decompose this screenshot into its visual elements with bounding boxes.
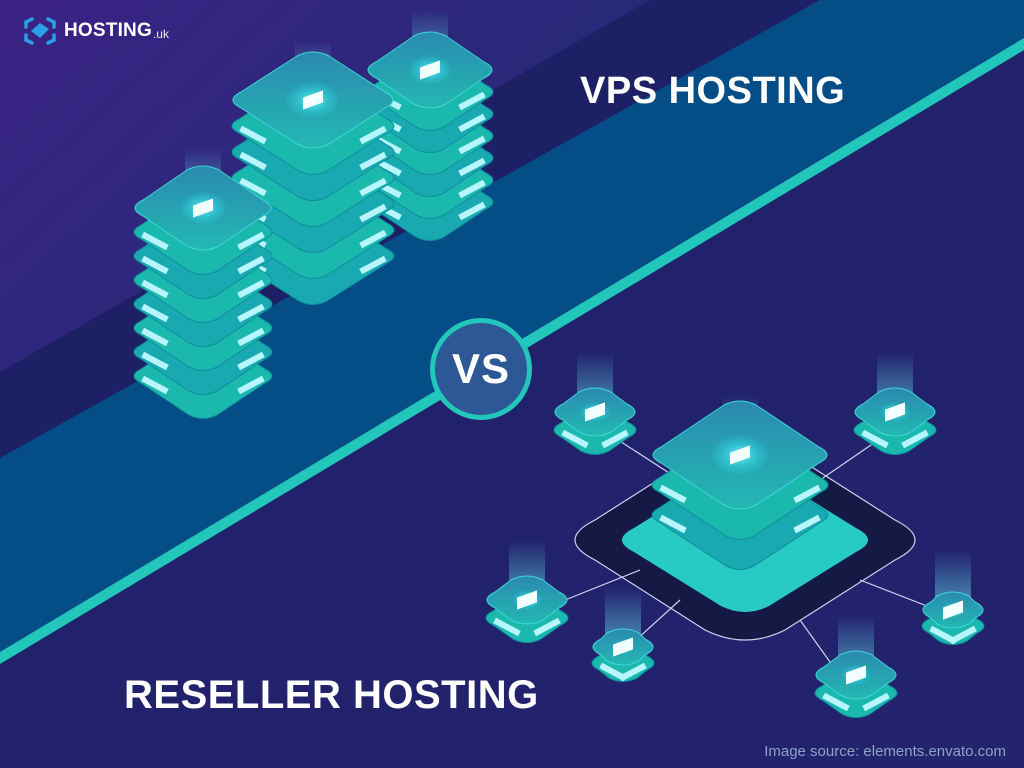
led-strip	[359, 229, 387, 249]
led-strip	[141, 279, 169, 299]
vps-server-towers	[133, 10, 494, 419]
document-icon	[730, 445, 750, 465]
server-tower-left	[133, 148, 273, 419]
satellite-server	[485, 540, 569, 643]
led-strip	[793, 484, 821, 504]
satellite-server	[553, 352, 637, 455]
led-strip	[239, 177, 267, 197]
led-strip	[458, 157, 486, 177]
led-strip	[359, 255, 387, 275]
satellite-server	[814, 615, 898, 718]
led-strip	[793, 514, 821, 534]
led-strip	[659, 514, 687, 534]
led-strip	[237, 351, 265, 371]
led-strip	[237, 303, 265, 323]
central-server	[651, 395, 829, 570]
satellite-server	[853, 352, 937, 455]
brand-name: HOSTING	[64, 20, 152, 41]
document-icon	[613, 637, 633, 657]
satellite-server	[591, 587, 655, 682]
led-strip	[493, 617, 521, 637]
brand-suffix: .uk	[152, 26, 169, 41]
led-strip	[141, 375, 169, 395]
document-icon	[846, 665, 866, 685]
led-strip	[458, 113, 486, 133]
brand-logo[interactable]: HOSTING .uk	[22, 16, 169, 46]
document-icon	[517, 590, 537, 610]
document-icon	[885, 402, 905, 422]
led-strip	[458, 135, 486, 155]
led-strip	[949, 625, 977, 645]
led-strip	[239, 125, 267, 145]
led-strip	[237, 231, 265, 251]
led-strip	[237, 279, 265, 299]
led-strip	[141, 351, 169, 371]
led-strip	[861, 429, 889, 449]
image-source-credit: Image source: elements.envato.com	[764, 743, 1006, 760]
led-strip	[141, 255, 169, 275]
led-strip	[458, 201, 486, 221]
led-strip	[141, 231, 169, 251]
led-strip	[237, 375, 265, 395]
led-strip	[141, 303, 169, 323]
led-strip	[458, 179, 486, 199]
led-strip	[359, 203, 387, 223]
led-strip	[359, 177, 387, 197]
satellite-server	[921, 550, 985, 645]
reseller-hosting-heading: RESELLER HOSTING	[124, 673, 539, 717]
led-strip	[359, 125, 387, 145]
led-strip	[237, 327, 265, 347]
led-strip	[561, 429, 589, 449]
led-strip	[619, 662, 647, 682]
focus-square-icon	[24, 17, 56, 45]
reseller-server-network	[485, 352, 985, 718]
document-icon	[303, 90, 323, 110]
versus-badge: VS	[430, 318, 532, 420]
led-strip	[239, 151, 267, 171]
document-icon	[420, 60, 440, 80]
document-icon	[585, 402, 605, 422]
led-strip	[601, 429, 629, 449]
led-strip	[659, 484, 687, 504]
vps-hosting-heading: VPS HOSTING	[580, 70, 846, 112]
led-strip	[822, 692, 850, 712]
led-strip	[237, 255, 265, 275]
versus-label: VS	[451, 345, 511, 392]
server-tower-middle	[231, 40, 395, 305]
document-icon	[193, 198, 213, 218]
led-strip	[458, 91, 486, 111]
led-strip	[862, 692, 890, 712]
led-strip	[901, 429, 929, 449]
led-strip	[141, 327, 169, 347]
document-icon	[943, 600, 963, 620]
led-strip	[533, 617, 561, 637]
led-strip	[359, 151, 387, 171]
